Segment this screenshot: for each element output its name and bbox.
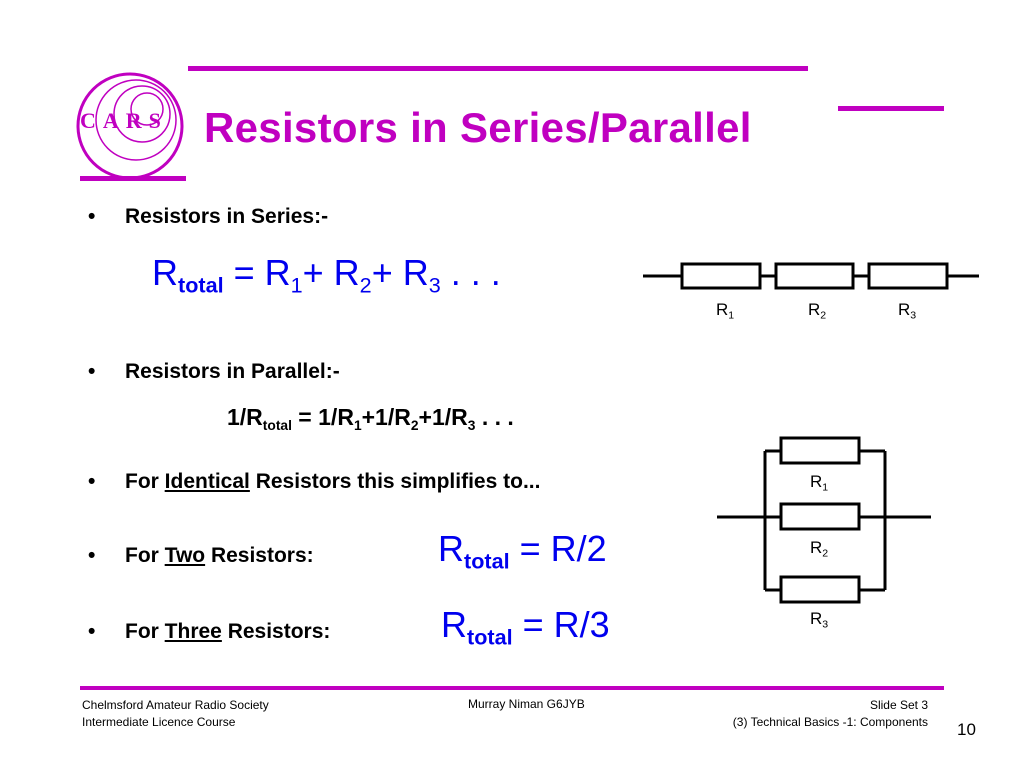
- series-label-r1: R1: [716, 300, 735, 322]
- bullet-marker: •: [88, 470, 96, 493]
- parallel-label-r3: R3: [810, 609, 829, 631]
- three-resistors-formula: Rtotal = R/3: [441, 604, 610, 650]
- bullet-label: Resistors in Series:-: [125, 205, 329, 228]
- footer-author: Murray Niman G6JYB: [468, 697, 585, 711]
- bullet-label: Resistors in Parallel:-: [125, 360, 340, 383]
- series-resistor-r3: [867, 262, 949, 290]
- page-title: Resistors in Series/Parallel: [204, 104, 752, 151]
- page-number: 10: [957, 720, 976, 739]
- parallel-label-r2: R2: [810, 538, 829, 560]
- parallel-resistor-r1: [779, 436, 861, 465]
- series-resistor-r2: [774, 262, 855, 290]
- footer-course: Intermediate Licence Course: [82, 715, 236, 729]
- bullet-marker: •: [88, 544, 96, 567]
- series-label-r2: R2: [808, 300, 827, 322]
- right-accent-bar: [838, 106, 944, 111]
- bullet-marker: •: [88, 205, 96, 228]
- bullet-marker: •: [88, 360, 96, 383]
- footer-topic: (3) Technical Basics -1: Components: [732, 715, 928, 729]
- footer-accent-bar: [80, 686, 944, 690]
- parallel-resistor-r3: [779, 575, 861, 604]
- top-accent-bar: [188, 66, 808, 71]
- series-label-r3: R3: [898, 300, 917, 322]
- bullet-parallel: • Resistors in Parallel:-: [88, 360, 340, 384]
- footer-society: Chelmsford Amateur Radio Society: [82, 698, 269, 712]
- two-resistors-formula: Rtotal = R/2: [438, 528, 607, 574]
- bullet-identical: •For Identical Resistors this simplifies…: [88, 470, 541, 493]
- parallel-resistor-r2: [779, 502, 861, 531]
- logo-lettering: CARS: [80, 108, 168, 133]
- bullet-marker: •: [88, 620, 96, 643]
- series-formula: Rtotal = R1+ R2+ R3 . . .: [152, 252, 501, 298]
- bullet-series: • Resistors in Series:-: [88, 205, 328, 229]
- parallel-formula: 1/Rtotal = 1/R1+1/R2+1/R3 . . .: [227, 404, 514, 433]
- series-resistor-r1: [680, 262, 762, 290]
- emphasis-three: Three: [164, 620, 222, 643]
- bullet-two: •For Two Resistors:: [88, 544, 314, 567]
- emphasis-identical: Identical: [164, 470, 250, 493]
- footer-slide-set: Slide Set 3: [869, 698, 928, 712]
- cars-logo: CARS: [72, 68, 188, 184]
- bullet-three: •For Three Resistors:: [88, 620, 331, 643]
- emphasis-two: Two: [164, 544, 206, 567]
- footer-right: Slide Set 3 (3) Technical Basics -1: Com…: [733, 697, 928, 731]
- footer-left: Chelmsford Amateur Radio Society Interme…: [82, 697, 269, 731]
- parallel-label-r1: R1: [810, 472, 829, 494]
